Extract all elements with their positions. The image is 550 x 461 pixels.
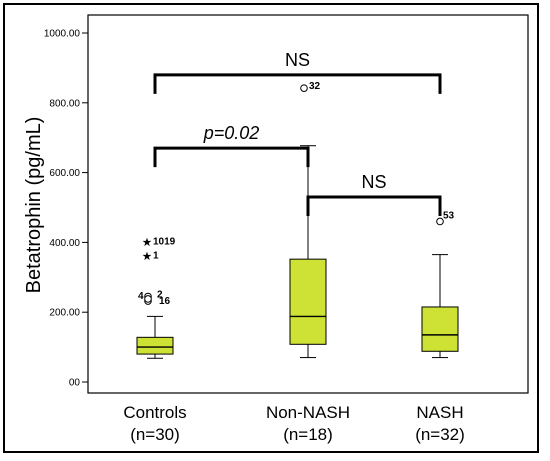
outlier-label: 4 (138, 291, 144, 302)
comparison-bracket: p=0.02 (153, 123, 310, 168)
outlier-star: ★ (143, 252, 152, 263)
outlier-point (144, 295, 152, 303)
comparison-bracket: NS (306, 172, 442, 217)
outlier-point (300, 84, 308, 92)
category-label: NASH (416, 403, 463, 422)
comparison-label: NS (361, 172, 386, 192)
outlier-label: 2 (157, 289, 163, 300)
bracket-line (153, 146, 310, 168)
y-tick-label: 600.00 (49, 168, 80, 179)
category-n-label: (n=18) (283, 425, 333, 444)
box-nash: 53 (421, 210, 459, 359)
iqr-box (421, 306, 459, 352)
figure-frame (3, 3, 539, 453)
y-tick-label: 00 (69, 378, 81, 389)
y-axis: 00 200.00 400.00 600.00 800.00 1000.00 (44, 29, 88, 389)
outlier-label: 32 (309, 81, 321, 92)
y-tick-label: 200.00 (49, 308, 80, 319)
outlier-point (436, 217, 444, 226)
x-axis-labels: Controls (n=30) Non-NASH (n=18) NASH (n=32) (123, 403, 464, 444)
category-n-label: (n=30) (130, 425, 180, 444)
plot-area-border (87, 14, 529, 394)
iqr-box (289, 258, 327, 345)
outlier-label: 53 (443, 210, 455, 221)
outlier-label: 1 (153, 251, 159, 262)
bracket-line (153, 73, 442, 94)
iqr-box (136, 336, 174, 355)
y-axis-label: Betatrophin (pg/mL) (23, 117, 45, 294)
y-tick-label: 1000.00 (44, 29, 81, 40)
y-tick-label: 800.00 (49, 98, 80, 109)
bracket-line (306, 195, 442, 217)
comparison-label: NS (285, 50, 310, 70)
boxes: 4 216 ★1★1019 32 53 (136, 81, 459, 359)
category-label: Non-NASH (266, 403, 350, 422)
category-label: Controls (123, 403, 186, 422)
y-tick-label: 400.00 (49, 238, 80, 249)
outlier-star: ★ (143, 237, 152, 248)
comparison-bracket: NS (153, 50, 442, 94)
box-non-nash: 32 (289, 81, 327, 359)
outlier-label: 1019 (153, 236, 176, 247)
box-controls: 4 216 ★1★1019 (136, 236, 176, 359)
outlier-label: 16 (159, 296, 171, 307)
category-n-label: (n=32) (415, 425, 465, 444)
comparison-label: p=0.02 (203, 123, 260, 143)
